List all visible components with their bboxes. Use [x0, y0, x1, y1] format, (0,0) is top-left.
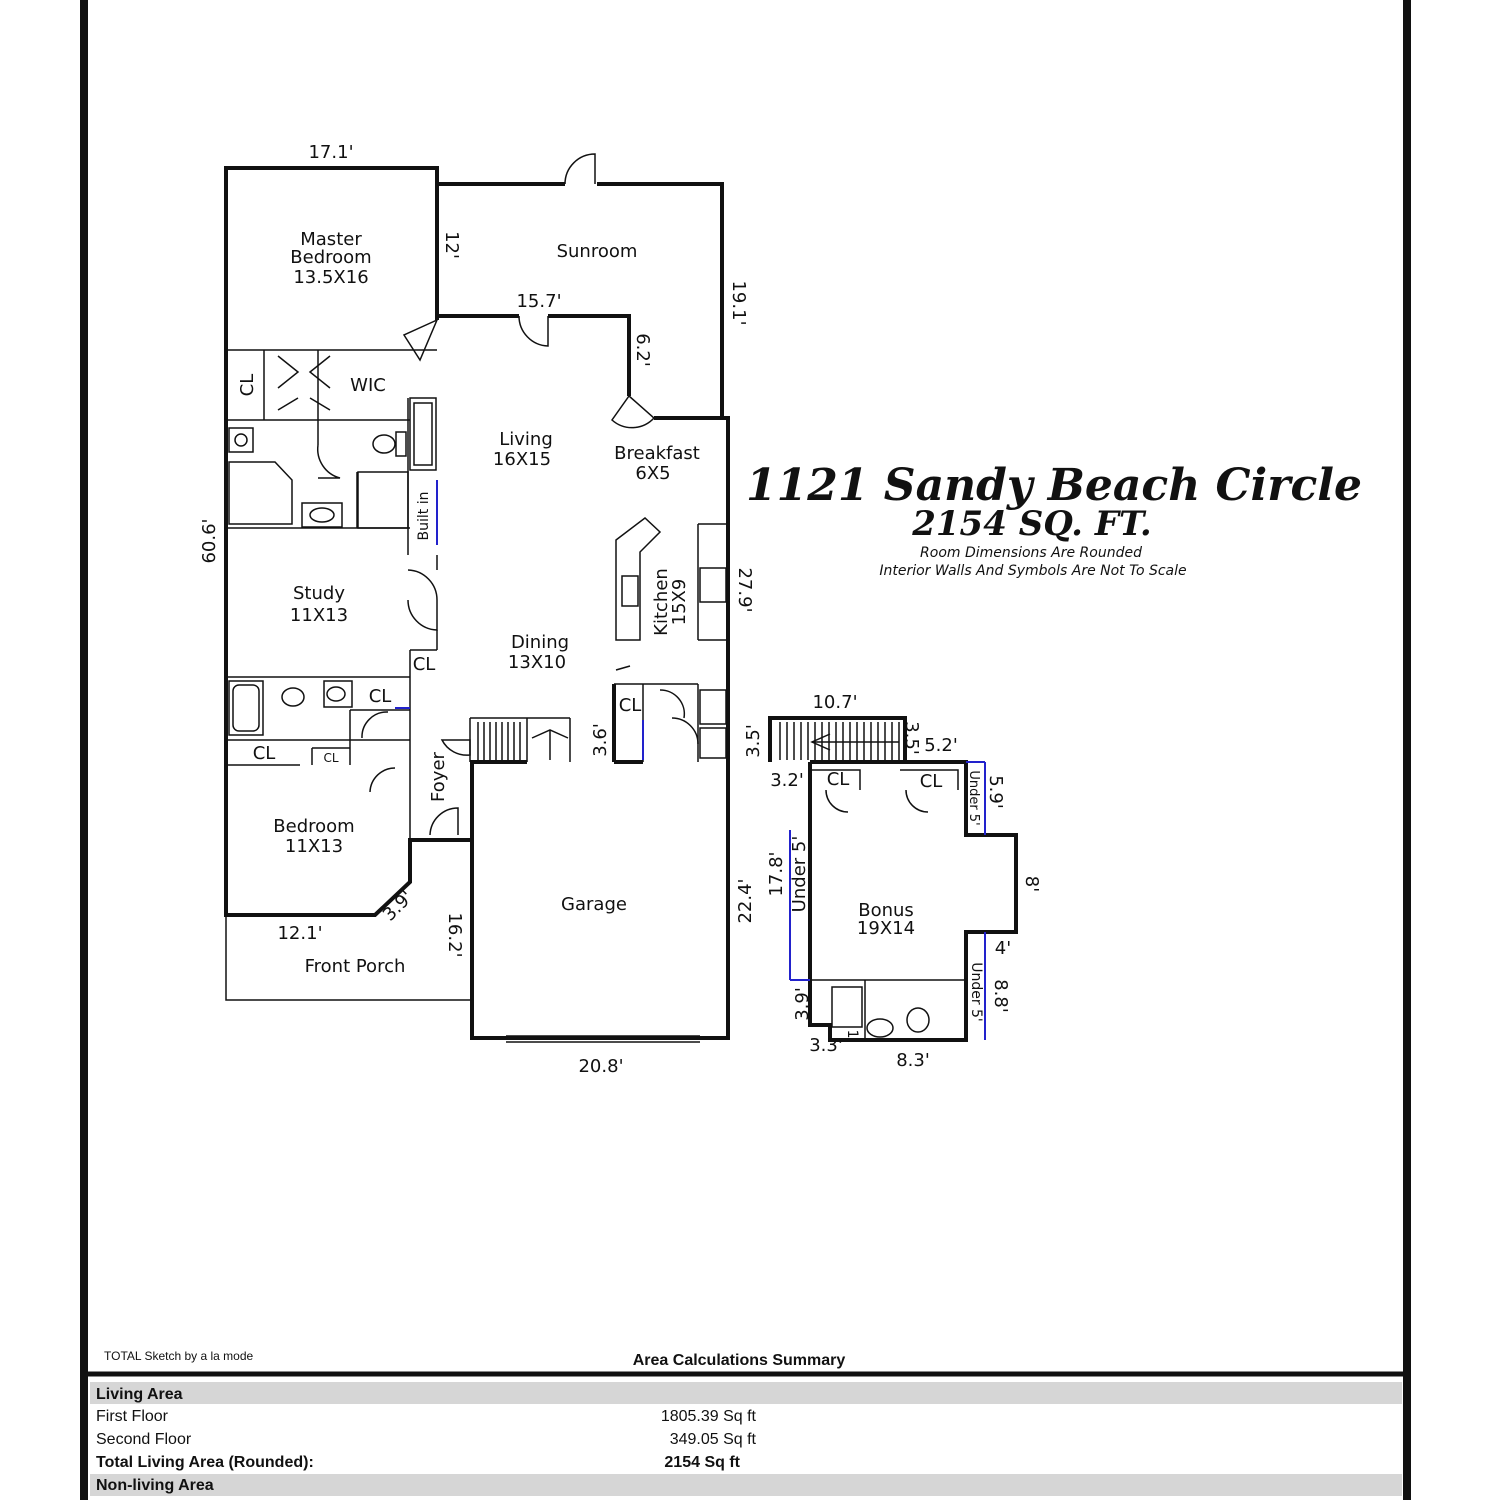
kitchen-label: Kitchen — [651, 568, 672, 636]
under-5-label: Under 5' — [966, 770, 981, 825]
dimension-label: 3.6' — [590, 723, 611, 757]
front-porch-label: Front Porch — [305, 956, 406, 977]
dimension-label: 12.1' — [277, 923, 322, 944]
dimension-label: 10.7' — [812, 692, 857, 713]
closet-label: CL — [323, 751, 338, 765]
dining-label: Dining — [511, 632, 569, 653]
dimension-label: 8' — [1021, 876, 1042, 892]
closet-label: CL — [619, 695, 642, 716]
bedroom-size: 11X13 — [285, 836, 343, 857]
master-bedroom-label: Master — [300, 229, 362, 250]
closet-label: CL — [413, 654, 436, 675]
wic-label: WIC — [350, 375, 386, 396]
dimension-label: 22.4' — [735, 878, 756, 923]
dimension-label: 20.8' — [578, 1056, 623, 1077]
dimension-label: 3.5' — [901, 721, 922, 755]
dimension-label: 17.8' — [766, 851, 787, 896]
dimension-label: 12' — [441, 231, 462, 259]
dimension-label: 8.8' — [990, 979, 1011, 1013]
scale-note: Interior Walls And Symbols Are Not To Sc… — [879, 563, 1186, 579]
breakfast-size: 6X5 — [635, 463, 670, 484]
bedroom-label: Bedroom — [273, 816, 354, 837]
second-floor-label: Second Floor — [96, 1431, 192, 1448]
closet-label: CL — [237, 374, 258, 397]
dimension-label: 3.9' — [792, 987, 813, 1021]
under-5-label: Under 5' — [968, 962, 984, 1022]
living-size: 16X15 — [493, 449, 551, 470]
dimension-label: 17.1' — [308, 142, 353, 163]
breakfast-label: Breakfast — [614, 443, 700, 464]
second-floor-value: 349.05 Sq ft — [670, 1431, 757, 1448]
sunroom-label: Sunroom — [557, 241, 638, 262]
dining-size: 13X10 — [508, 652, 566, 673]
living-label: Living — [499, 429, 553, 450]
non-living-heading: Non-living Area — [96, 1477, 214, 1494]
first-floor-value: 1805.39 Sq ft — [661, 1408, 757, 1425]
dimension-label: 6.2' — [632, 333, 653, 367]
bonus-size: 19X14 — [857, 918, 915, 939]
area-summary-title: Area Calculations Summary — [633, 1352, 846, 1369]
master-bedroom-label: Bedroom — [290, 247, 371, 268]
foyer-label: Foyer — [428, 751, 449, 801]
area-summary: TOTAL Sketch by a la mode Area Calculati… — [84, 1349, 1407, 1496]
rounding-note: Room Dimensions Are Rounded — [920, 545, 1142, 561]
dimension-label: 1' — [844, 1030, 860, 1043]
total-living-label: Total Living Area (Rounded): — [96, 1454, 314, 1471]
garage-label: Garage — [561, 894, 627, 915]
dimension-label: 15.7' — [516, 291, 561, 312]
closet-label: CL — [369, 686, 392, 707]
title-block: 1121 Sandy Beach Circle 2154 SQ. FT. Roo… — [746, 460, 1362, 579]
square-footage: 2154 SQ. FT. — [911, 504, 1152, 544]
kitchen-size: 15X9 — [669, 579, 690, 626]
closet-label: CL — [920, 771, 943, 792]
dimension-label: 4' — [995, 938, 1011, 959]
living-area-heading: Living Area — [96, 1386, 183, 1403]
dimension-label: 3.2' — [770, 770, 804, 791]
study-size: 11X13 — [290, 605, 348, 626]
dimension-label: 5.2' — [924, 735, 958, 756]
master-bedroom-size: 13.5X16 — [293, 267, 368, 288]
total-living-value: 2154 Sq ft — [664, 1454, 740, 1471]
built-in-label: Built in — [416, 492, 432, 541]
study-label: Study — [293, 583, 345, 604]
room-labels: Master Bedroom 13.5X16 Sunroom WIC CL Li… — [237, 229, 984, 1022]
software-credit: TOTAL Sketch by a la mode — [104, 1349, 254, 1363]
dimension-label: 8.3' — [896, 1050, 930, 1071]
under-5-label: Under 5' — [789, 836, 810, 913]
bonus-label: Bonus — [858, 900, 914, 921]
dimension-label: 3.5' — [743, 724, 764, 758]
dimension-label: 27.9' — [734, 567, 755, 612]
dimension-label: 16.2' — [444, 912, 465, 957]
dimension-label: 5.9' — [985, 775, 1006, 809]
closet-label: CL — [253, 743, 276, 764]
closet-label: CL — [827, 769, 850, 790]
second-floor-walls — [768, 716, 1018, 1042]
dimension-label: 3.3' — [809, 1035, 843, 1056]
dimension-label: 60.6' — [199, 518, 220, 563]
dimension-label: 19.1' — [728, 280, 749, 325]
address-title: 1121 Sandy Beach Circle — [746, 460, 1362, 511]
first-floor-label: First Floor — [96, 1408, 169, 1425]
first-floor-walls — [224, 153, 730, 1043]
